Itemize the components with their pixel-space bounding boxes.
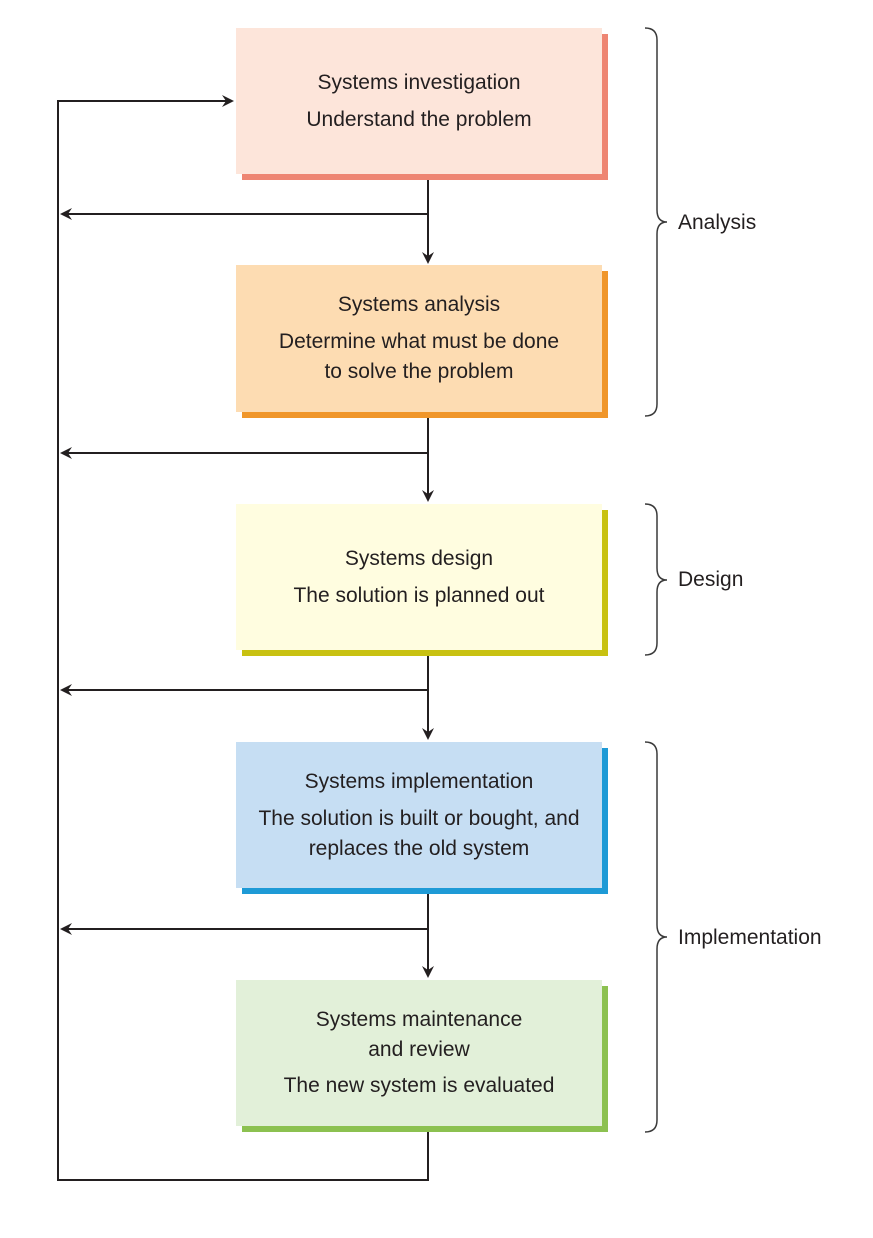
stage-description: Determine what must be done to solve the… bbox=[278, 330, 560, 383]
stage-title: Systems analysis bbox=[337, 293, 501, 316]
stage-description: Understand the problem bbox=[306, 107, 532, 131]
stage-title: Systems maintenance and review bbox=[315, 1008, 523, 1061]
stage-description: The solution is built or bought, and rep… bbox=[258, 806, 580, 860]
stage-systems-implementation: Systems implementation The solution is b… bbox=[236, 742, 602, 888]
stage-title: Systems design bbox=[344, 546, 494, 570]
stage-description: The solution is planned out bbox=[293, 583, 545, 607]
feedback-loop-line bbox=[57, 95, 429, 1181]
stage-systems-analysis: Systems analysis Determine what must be … bbox=[236, 265, 602, 412]
phase-label-implementation: Implementation bbox=[678, 926, 822, 949]
implementation-brace bbox=[644, 741, 668, 1133]
phase-label-design: Design bbox=[678, 568, 744, 591]
stage-systems-maintenance-review: Systems maintenance and review The new s… bbox=[236, 980, 602, 1126]
stage-title: Systems investigation bbox=[317, 70, 521, 94]
analysis-brace bbox=[644, 27, 668, 417]
stage-description: The new system is evaluated bbox=[283, 1074, 555, 1097]
phase-label-analysis: Analysis bbox=[678, 211, 757, 234]
design-brace bbox=[644, 503, 668, 656]
stage-systems-investigation: Systems investigation Understand the pro… bbox=[236, 28, 602, 174]
stage-systems-design: Systems design The solution is planned o… bbox=[236, 504, 602, 650]
stage-title: Systems implementation bbox=[304, 769, 534, 793]
